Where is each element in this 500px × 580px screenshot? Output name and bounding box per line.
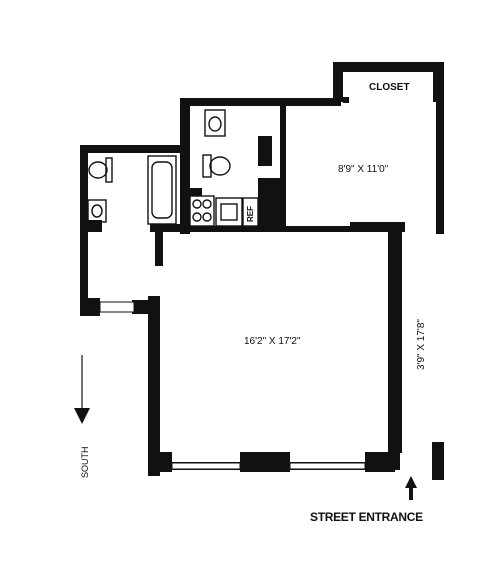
south-label: SOUTH [80, 447, 90, 479]
closet-label: CLOSET [369, 82, 410, 93]
windows [99, 301, 366, 470]
toilet-icon [202, 154, 231, 178]
wall [180, 98, 288, 106]
walls [80, 62, 444, 480]
wall [365, 452, 395, 472]
bedroom-dimensions: 8'9" X 11'0" [338, 164, 389, 175]
wall [240, 452, 290, 472]
wall [436, 100, 444, 234]
window [99, 301, 135, 313]
wall [80, 298, 100, 316]
wall [280, 104, 286, 230]
refrigerator-icon [242, 197, 259, 227]
wall [148, 296, 160, 476]
fixtures [87, 109, 259, 227]
wall [343, 97, 349, 103]
wall [180, 98, 190, 234]
wall [258, 136, 272, 166]
window [171, 462, 241, 470]
wall [281, 98, 341, 106]
wall [150, 224, 182, 232]
stove-icon [189, 195, 215, 227]
wall [80, 145, 88, 315]
wall [433, 62, 444, 102]
wall [388, 228, 402, 453]
kitchen-sink-icon [215, 197, 243, 227]
wall [190, 188, 202, 196]
street-entrance: STREET ENTRANCE [310, 476, 423, 524]
sink-icon [204, 109, 226, 137]
entrance-arrow-icon [405, 476, 417, 488]
entrance-arrow-shaft [409, 486, 413, 500]
wall [333, 62, 343, 102]
living-room-dimensions: 16'2" X 17'2" [244, 336, 301, 347]
window [289, 462, 366, 470]
wall [88, 220, 102, 232]
arrow-head-icon [74, 408, 90, 424]
wall [155, 232, 163, 266]
compass: SOUTH [74, 355, 90, 478]
hall-dimensions: 3'9" X 17'8" [416, 319, 427, 370]
wall [180, 226, 405, 232]
entrance-label: STREET ENTRANCE [310, 510, 423, 524]
refrigerator-label: REF [246, 206, 255, 222]
wall [432, 442, 444, 480]
sink-icon [87, 199, 107, 223]
wall [80, 145, 180, 153]
bathtub-icon [147, 155, 177, 225]
toilet-icon [88, 157, 113, 183]
wall [333, 62, 443, 72]
wall [350, 222, 405, 232]
wall [160, 452, 172, 472]
wall [132, 300, 152, 314]
